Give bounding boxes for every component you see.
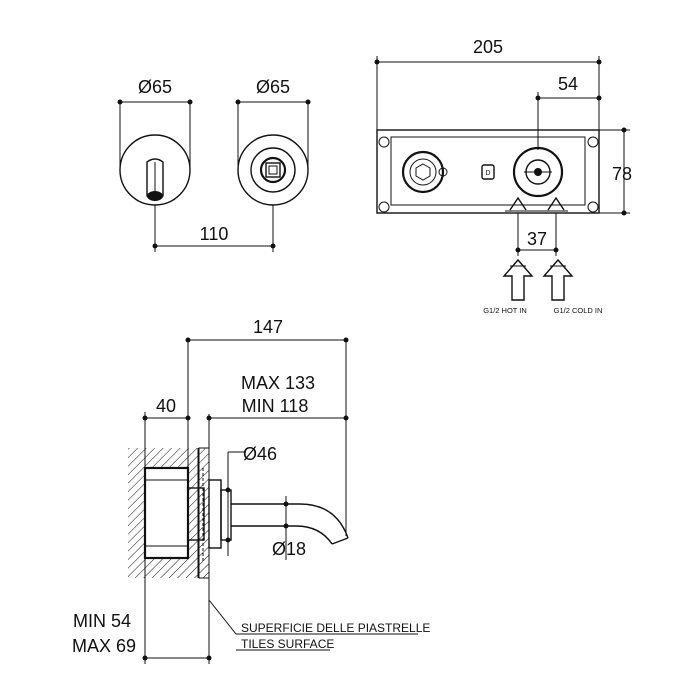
flange-diameter-label: Ø46 [243, 444, 277, 464]
center-distance-dimension: 110 [152, 205, 276, 252]
hot-inlet-label: G1/2 HOT IN [483, 306, 527, 315]
svg-text:D: D [485, 170, 490, 177]
recess-min-label: MIN 54 [73, 611, 131, 631]
min-length-label: MIN 118 [242, 396, 309, 416]
center-distance-label: 110 [200, 224, 229, 244]
cold-inlet-arrow [542, 258, 574, 301]
plate-height-dimension: 78 [599, 127, 632, 216]
wall-section [128, 447, 210, 579]
tiles-surface-leader: SUPERFICIE DELLE PIASTRELLE TILES SURFAC… [208, 578, 430, 651]
plate-width-dimension: 205 [374, 37, 602, 130]
overall-length-dimension: 147 [185, 317, 349, 536]
spout-diameter-side-dimension: Ø18 [272, 496, 306, 560]
spout-diameter-dimension: Ø65 [117, 77, 193, 170]
inlet-spacing-label: 37 [527, 229, 547, 249]
spout-side [231, 503, 349, 545]
hot-inlet-arrow [502, 258, 534, 301]
wall-depth-label: 40 [156, 396, 176, 416]
spout-diameter-label: Ø65 [138, 77, 172, 97]
wall-depth-dimension: 40 [142, 396, 191, 468]
max-length-label: MAX 133 [241, 373, 315, 393]
spout-diameter-side-label: Ø18 [272, 539, 306, 559]
recess-max-label: MAX 69 [72, 636, 136, 656]
plate-offset-label: 54 [558, 74, 578, 94]
cold-inlet-label: G1/2 COLD IN [554, 306, 603, 315]
flange-diameter-dimension: Ø46 [225, 444, 277, 556]
overall-length-label: 147 [253, 317, 283, 337]
spout-front-view [119, 134, 191, 206]
handle-diameter-dimension: Ø65 [235, 77, 311, 170]
plate-width-label: 205 [473, 37, 503, 57]
inlet-spacing-dimension: 37 [515, 213, 559, 256]
handle-front-view [237, 134, 309, 206]
handle-diameter-label: Ø65 [256, 77, 290, 97]
adjustable-length-dimension: MAX 133 MIN 118 [206, 373, 349, 480]
plate-offset-dimension: 54 [535, 74, 602, 150]
tiles-note-english: TILES SURFACE [241, 637, 334, 651]
tiles-note-italian: SUPERFICIE DELLE PIASTRELLE [241, 621, 430, 635]
body-section [143, 466, 232, 562]
plate-height-label: 78 [612, 164, 632, 184]
mounting-plate: D [376, 129, 600, 214]
